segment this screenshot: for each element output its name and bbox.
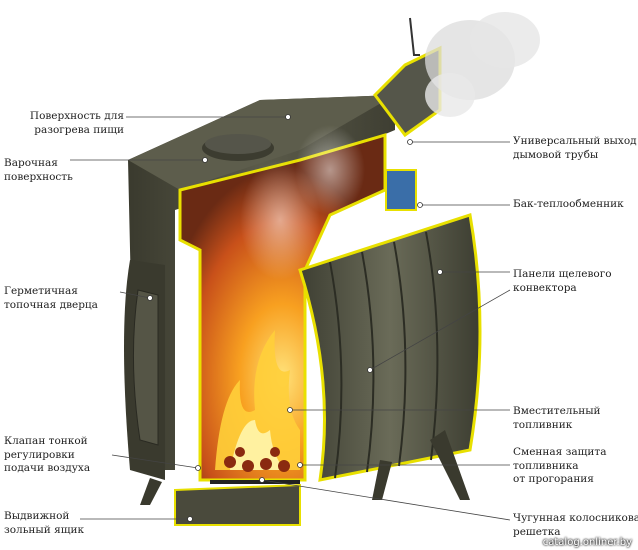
label-heat-exchanger-tank: Бак-теплообменник <box>513 198 624 212</box>
label-line: топливник <box>513 418 573 431</box>
label-line: Бак-теплообменник <box>513 198 624 210</box>
label-line: от прогорания <box>513 473 594 485</box>
label-line: разогрева пищи <box>34 123 124 136</box>
label-firebox-protection: Сменная защита топливника от прогорания <box>513 446 606 487</box>
label-line: Варочная <box>4 157 58 169</box>
label-chimney-outlet: Универсальный выход дымовой трубы <box>513 135 637 162</box>
label-line: подачи воздуха <box>4 462 91 474</box>
label-line: дымовой трубы <box>513 148 599 161</box>
label-cooking-surface: Варочная поверхность <box>4 157 73 184</box>
label-line: топливника <box>513 459 579 472</box>
label-line: Герметичная <box>4 285 78 297</box>
label-firebox-door: Герметичная топочная дверца <box>4 285 98 312</box>
label-grate: Чугунная колосниковая решетка <box>513 512 638 539</box>
label-line: Универсальный выход <box>513 135 637 147</box>
leader-dots <box>147 114 443 522</box>
label-line: Сменная защита <box>513 446 607 458</box>
heat-exchanger-tank <box>385 169 417 211</box>
ash-drawer <box>174 483 301 526</box>
label-line: Вместительный <box>513 405 601 417</box>
smoke <box>240 12 540 280</box>
label-convector-panels: Панели щелевого конвектора <box>513 268 612 295</box>
label-line: Поверхность для <box>29 110 124 122</box>
label-line: Чугунная колосниковая <box>513 512 638 524</box>
label-cooking-surface-heat: Поверхность для разогрева пищи <box>4 110 124 137</box>
label-line: поверхность <box>4 170 73 183</box>
label-line: Панели щелевого <box>513 268 612 280</box>
label-line: решетка <box>513 525 561 538</box>
label-line: регулировки <box>4 448 75 461</box>
label-line: Выдвижной <box>4 510 70 522</box>
watermark: catalog.onliner.by <box>542 537 632 548</box>
label-line: зольный ящик <box>4 523 85 536</box>
convector-panels <box>298 213 482 482</box>
label-line: топочная дверца <box>4 298 98 311</box>
label-air-valve: Клапан тонкой регулировки подачи воздуха <box>4 435 90 476</box>
label-line: конвектора <box>513 281 577 294</box>
label-ash-drawer: Выдвижной зольный ящик <box>4 510 84 537</box>
leader-lines <box>70 116 511 521</box>
label-line: Клапан тонкой <box>4 435 88 447</box>
label-firebox: Вместительный топливник <box>513 405 601 432</box>
